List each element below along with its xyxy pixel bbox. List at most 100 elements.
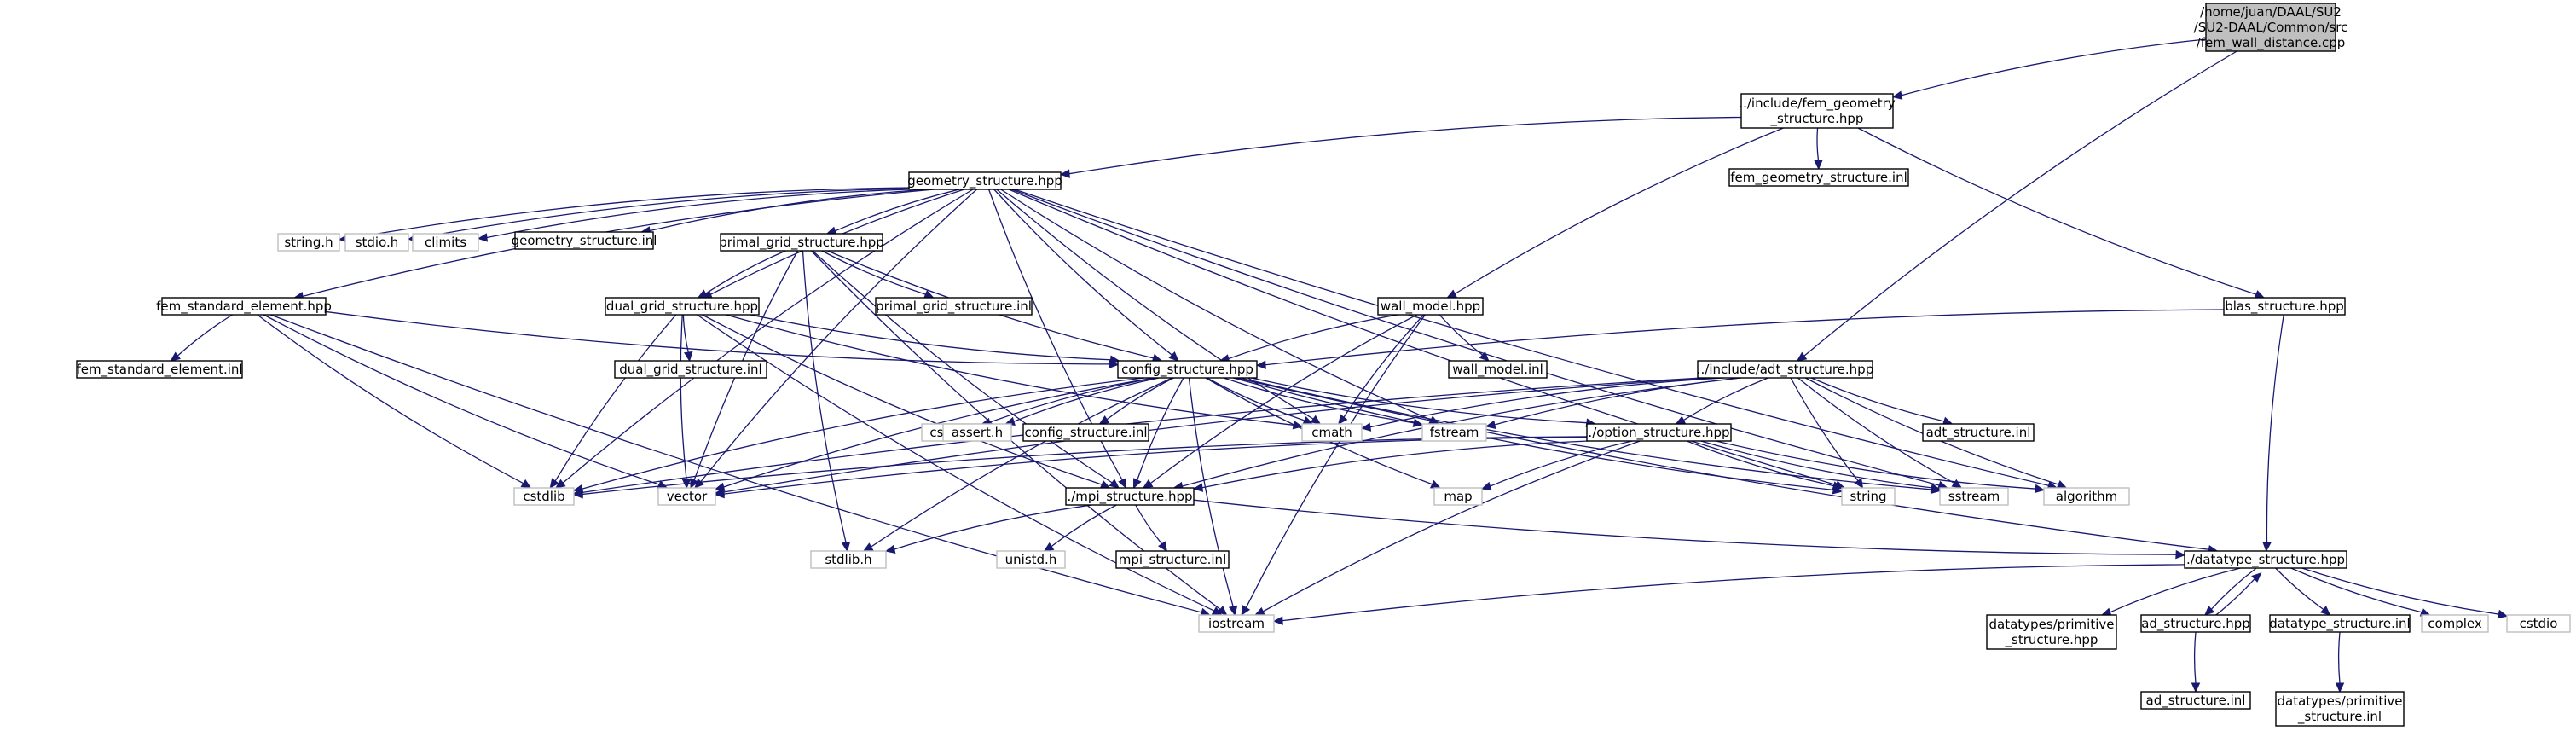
node-adt-structure-hpp[interactable]: ../include/adt_structure.hpp (1697, 360, 1873, 379)
node-primal-grid-structure-inl[interactable]: primal_grid_structure.inl (875, 297, 1033, 316)
edge-fem-standard-element-hpp-to-iostream (270, 314, 1211, 617)
arrowhead (1310, 415, 1322, 425)
edge-line (554, 314, 677, 482)
node-mpi-structure-inl[interactable]: mpi_structure.inl (1115, 550, 1230, 569)
node-fem-standard-element-inl[interactable]: fem_standard_element.inl (76, 360, 243, 379)
edge-line (1490, 440, 1633, 487)
node-box (2184, 550, 2347, 569)
node-fem-geometry-structure-inl[interactable]: fem_geometry_structure.inl (1728, 168, 1909, 187)
node-datatypes-primitive-inl[interactable]: datatypes/primitive_structure.inl (2275, 691, 2405, 727)
edge-option-structure-hpp-to-string (1686, 440, 1844, 490)
node-datatype-structure-inl[interactable]: datatype_structure.inl (2269, 614, 2411, 633)
node-label-line: iostream (1208, 616, 1265, 631)
node-label-line: ../include/fem_geometry (1739, 96, 1895, 112)
node-box (2140, 691, 2251, 710)
node-label-line: datatypes/primitive (2278, 693, 2403, 709)
edge-wall-model-hpp-to-iostream (1241, 314, 1426, 617)
node-dual-grid-structure-inl[interactable]: dual_grid_structure.inl (614, 360, 767, 379)
arrowhead (2497, 609, 2509, 619)
edge-line (1439, 314, 1483, 356)
edge-line (697, 314, 1215, 612)
edge-fem-standard-element-hpp-to-cstdlib (257, 314, 532, 489)
node-config-structure-inl[interactable]: config_structure.inl (1022, 423, 1149, 442)
node-mpi-structure-hpp[interactable]: ./mpi_structure.hpp (1065, 487, 1195, 506)
arrowhead (1930, 483, 1942, 492)
edge-line (987, 189, 1123, 481)
edge-datatype-structure-hpp-to-cstdio (2301, 567, 2509, 619)
arrowhead (862, 542, 874, 552)
edge-fem-geometry-structure-hpp-to-blas-structure-hpp (1857, 127, 2266, 299)
node-adt-structure-inl[interactable]: adt_structure.inl (1922, 423, 2035, 442)
node-box (2269, 614, 2411, 633)
node-config-structure-hpp[interactable]: config_structure.hpp (1117, 360, 1258, 379)
node-label-line: _structure.hpp (1770, 111, 1864, 127)
arrowhead (1168, 351, 1179, 362)
node-fem-geometry-structure-hpp[interactable]: ../include/fem_geometry_structure.hpp (1739, 93, 1896, 129)
edge-config-structure-hpp-to-iostream (1188, 377, 1238, 617)
arrowhead (1118, 478, 1126, 490)
arrowhead (2204, 606, 2215, 616)
edge-line (270, 314, 1202, 613)
node-stdlib-h: stdlib.h (810, 550, 887, 569)
node-assert-h: assert.h (942, 423, 1012, 442)
node-primal-grid-structure-hpp[interactable]: primal_grid_structure.hpp (719, 233, 884, 252)
edge-line (486, 189, 911, 239)
node-geometry-structure-hpp[interactable]: geometry_structure.hpp (907, 171, 1062, 190)
edge-mpi-structure-hpp-to-stdlib-h (884, 504, 1092, 554)
edge-wall-model-hpp-to-mpi-structure-hpp (1142, 314, 1417, 489)
arrowhead (2262, 542, 2272, 553)
node-ad-structure-hpp[interactable]: ad_structure.hpp (2140, 614, 2251, 633)
edge-primal-grid-structure-hpp-to-dual-grid-structure-hpp (697, 250, 786, 299)
edge-line (1494, 377, 1741, 426)
node-box (875, 297, 1033, 316)
edge-line (1797, 377, 1955, 484)
node-box (1301, 423, 1363, 442)
node-geometry-structure-inl[interactable]: geometry_structure.inl (512, 231, 657, 250)
edge-primal-grid-structure-hpp-to-mpi-structure-hpp (812, 250, 1120, 489)
arrowhead (1099, 480, 1111, 489)
node-label-line: algorithm (2056, 489, 2117, 504)
node-label-line: map (1444, 489, 1472, 504)
node-label-line: datatypes/primitive (1989, 617, 2115, 632)
node-label-line: fem_geometry_structure.inl (1730, 170, 1907, 186)
edge-line (2266, 314, 2284, 543)
node-label-line: ./option_structure.hpp (1588, 425, 1729, 441)
node-label-line: _structure.inl (2297, 709, 2382, 725)
node-wall-model-hpp[interactable]: wall_model.hpp (1377, 297, 1484, 316)
edge-line (257, 314, 524, 484)
node-datatypes-primitive-hpp[interactable]: datatypes/primitive_structure.hpp (1986, 614, 2117, 650)
node-blas-structure-hpp[interactable]: blas_structure.hpp (2223, 297, 2346, 316)
node-box (1939, 487, 2009, 506)
node-box (412, 233, 479, 252)
edge-line (1051, 504, 1117, 548)
node-dual-grid-structure-hpp[interactable]: dual_grid_structure.hpp (605, 297, 760, 316)
node-label-line: cstdlib (523, 489, 564, 504)
edge-line (1700, 440, 1932, 489)
node-datatype-structure-hpp[interactable]: ./datatype_structure.hpp (2184, 550, 2347, 569)
edge-datatype-structure-hpp-to-iostream (1272, 564, 2185, 625)
node-box (1117, 360, 1258, 379)
edge-line (1262, 440, 1641, 612)
arrowhead (841, 541, 851, 553)
edge-mpi-structure-hpp-to-datatype-structure-hpp (1193, 499, 2186, 560)
node-wall-model-inl[interactable]: wall_model.inl (1448, 360, 1548, 379)
node-label-line: primal_grid_structure.inl (876, 299, 1032, 315)
node-root[interactable]: /home/juan/DAAL/SU2/SU2-DAAL/Common/src/… (2194, 3, 2348, 52)
node-box (996, 550, 1066, 569)
edge-geometry-structure-hpp-to-cmath (996, 189, 1322, 425)
node-option-structure-hpp[interactable]: ./option_structure.hpp (1586, 423, 1732, 442)
edge-dual-grid-structure-hpp-to-dual-grid-structure-inl (682, 314, 693, 363)
node-box (514, 231, 654, 250)
node-fem-standard-element-hpp[interactable]: fem_standard_element.hpp (156, 297, 332, 316)
edge-line (702, 314, 1103, 485)
node-box (810, 550, 887, 569)
node-label-line: unistd.h (1005, 552, 1057, 567)
arrowhead (1192, 483, 1204, 492)
arrowhead (1338, 414, 1348, 425)
node-ad-structure-inl[interactable]: ad_structure.inl (2140, 691, 2251, 710)
node-box (942, 423, 1012, 442)
arrowhead (1133, 478, 1142, 490)
node-box (1986, 614, 2117, 650)
node-box (1740, 93, 1894, 129)
